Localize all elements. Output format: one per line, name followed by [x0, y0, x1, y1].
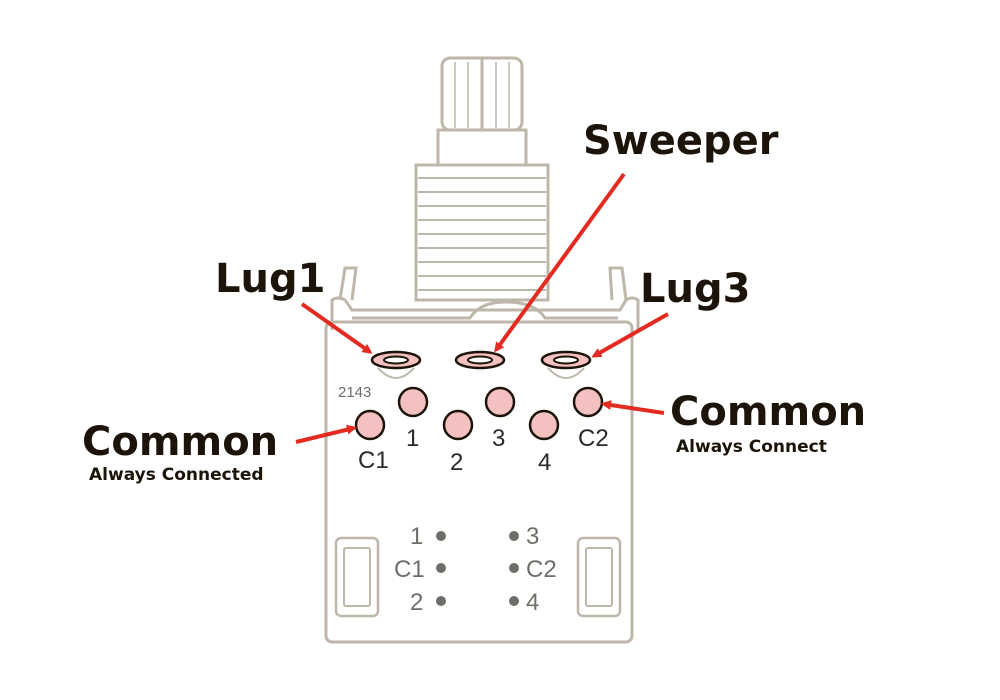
- legend-4: 4: [526, 589, 539, 616]
- common-right-label: Common: [670, 389, 866, 435]
- threaded-bushing: [414, 163, 550, 302]
- pin-3: [484, 386, 516, 418]
- pin-4: [528, 409, 560, 441]
- common-left-sub: Always Connected: [89, 465, 264, 485]
- legend-c1: C1: [394, 556, 425, 583]
- lug-sweeper: [454, 350, 506, 370]
- pin-2: [442, 409, 474, 441]
- arrow-lug1: [300, 302, 373, 354]
- mounting-tabs: [338, 266, 628, 301]
- pin-legend: 1 C1 2 3 C2 4: [394, 523, 557, 616]
- lug1-label: Lug1: [215, 256, 325, 302]
- pin-3-label: 3: [492, 425, 505, 452]
- pin-1: [397, 386, 429, 418]
- pin-c1-label: C1: [358, 447, 389, 474]
- arrow-common-left: [295, 424, 357, 444]
- sweeper-label: Sweeper: [583, 118, 779, 164]
- lug-1: [370, 350, 422, 379]
- pin-c2-label: C2: [578, 425, 609, 452]
- lug-3: [540, 350, 592, 379]
- part-code: 2143: [338, 384, 371, 401]
- legend-c2: C2: [526, 556, 557, 583]
- arrow-lug3: [591, 312, 669, 358]
- pin-1-label: 1: [406, 425, 419, 452]
- pot-body: [324, 296, 640, 644]
- arrow-sweeper: [494, 172, 626, 353]
- pin-2-label: 2: [450, 449, 463, 476]
- pin-4-label: 4: [538, 449, 551, 476]
- common-left-label: Common: [82, 419, 278, 465]
- callout-arrows: [295, 172, 669, 444]
- pin-c2: [572, 386, 604, 418]
- arrow-common-right: [601, 400, 665, 415]
- legend-1: 1: [410, 523, 423, 550]
- switch-pins: 2143 C1 1 2 3 4 C2: [338, 384, 609, 476]
- lug3-label: Lug3: [640, 266, 750, 312]
- common-right-sub: Always Connect: [676, 437, 827, 457]
- side-slots: [334, 536, 622, 618]
- pin-c1: [354, 409, 386, 441]
- legend-3: 3: [526, 523, 539, 550]
- shaft: [436, 56, 528, 167]
- legend-2: 2: [410, 589, 423, 616]
